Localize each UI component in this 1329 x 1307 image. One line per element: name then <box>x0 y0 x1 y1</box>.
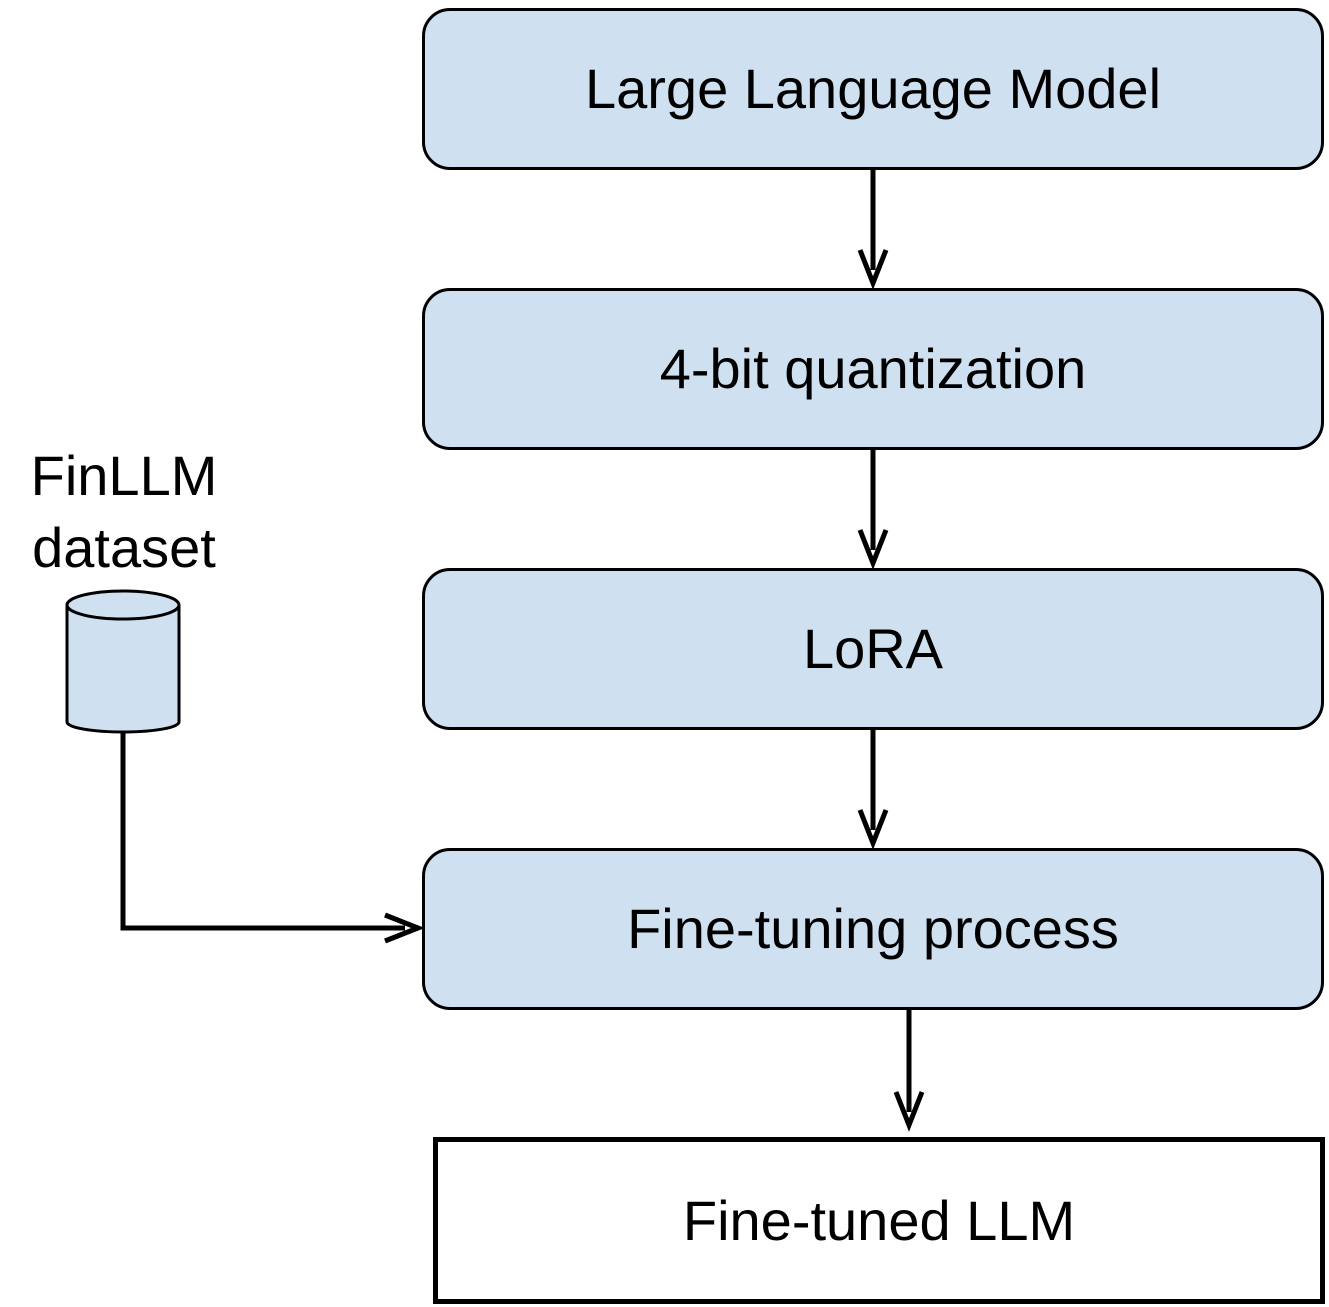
arrow-dataset-to-finetune <box>120 733 425 944</box>
step-4bit-quantization: 4-bit quantization <box>422 288 1324 450</box>
arrow-llm-to-quant <box>857 168 889 290</box>
step-label: LoRA <box>802 617 944 680</box>
step-label: 4-bit quantization <box>659 337 1087 400</box>
database-cylinder-icon <box>65 589 181 734</box>
dataset-label: FinLLM dataset <box>10 440 238 584</box>
dataset-label-line2: dataset <box>32 516 216 579</box>
step-fine-tuning-process: Fine-tuning process <box>422 848 1324 1010</box>
dataset-label-line1: FinLLM <box>30 444 218 507</box>
step-label: Large Language Model <box>584 57 1162 120</box>
output-label: Fine-tuned LLM <box>682 1188 1076 1252</box>
arrow-quant-to-lora <box>857 448 889 570</box>
step-lora: LoRA <box>422 568 1324 730</box>
arrow-lora-to-finetune <box>857 728 889 850</box>
arrow-finetune-to-output <box>893 1008 925 1132</box>
step-label: Fine-tuning process <box>627 897 1119 960</box>
step-large-language-model: Large Language Model <box>422 8 1324 170</box>
output-fine-tuned-llm: Fine-tuned LLM <box>433 1137 1325 1304</box>
